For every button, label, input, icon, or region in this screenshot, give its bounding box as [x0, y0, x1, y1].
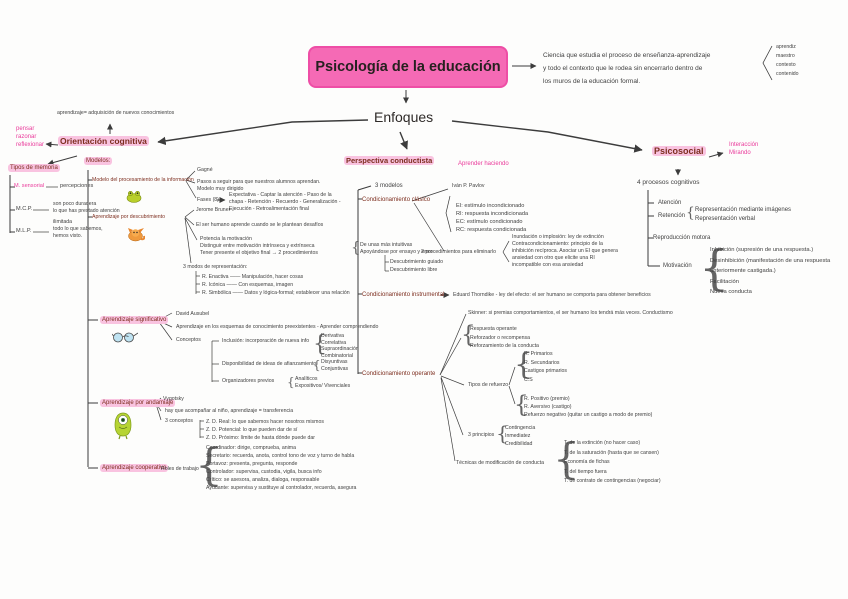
procesos-cognitivos-label: 4 procesos cognitivos [637, 179, 700, 186]
descubrimiento-nota2: Potencia la motivación Distinguir entre … [200, 236, 318, 256]
motivacion-items: Inhibición (supresión de una respuesta.)… [710, 247, 831, 295]
section-perspectiva-conductista: Perspectiva conductista [344, 156, 435, 165]
significativo-autor: David Ausubel [176, 311, 210, 317]
memoria-m3-label: M.L.P. [16, 228, 32, 234]
node-cooperativo: Aprendizaje cooperativo [100, 464, 169, 472]
operante-base: Respuesta operante Reforzador o recompen… [470, 326, 539, 349]
significativo-nota1: Aprendizaje en los esquemas de conocimie… [176, 324, 379, 330]
andamiaje-autor: Vygotsky [163, 396, 184, 402]
descubrimiento-nota1: El ser humano aprende cuando se le plant… [196, 222, 324, 228]
instrumental-desc: Eduard Thorndike - ley del efecto: el se… [453, 292, 651, 298]
fases-label: Fases (8) [197, 197, 219, 203]
node-condicionamiento-instrumental: Condicionamiento instrumental [362, 292, 445, 298]
pink-verbs: pensar razonar reflexionar [16, 126, 45, 148]
disponibilidad-items: Disyuntivas Conjuntivas [321, 359, 349, 372]
definition-text: Ciencia que estudia el proceso de enseña… [543, 52, 711, 85]
fox-icon [127, 227, 146, 247]
concepto-organizadores: Organizadores previos [222, 378, 275, 384]
descubrimiento-autor: Jerome Bruner [196, 207, 231, 213]
clasico-terminos: EI: estímulo incondicionado RI: respuest… [456, 203, 529, 233]
memoria-m1-label: M. sensorial [14, 183, 45, 189]
brace-retencion [686, 206, 695, 220]
memoria-m2-label: M.C.P. [16, 206, 33, 212]
roles-items: Coordinador: dirige, comprueba, anima Se… [206, 445, 357, 491]
node-condicionamiento-operante: Condicionamiento operante [362, 371, 436, 377]
node-andamiaje: Aprendizaje por andamiaje [100, 399, 176, 407]
section-orientacion-cognitiva: Orientación cognitiva [58, 136, 149, 146]
memoria-m1-desc: percepciones [60, 183, 94, 189]
tipos-refuerzo-b: R. Positivo (premio) R. Aversivo (castig… [524, 396, 653, 418]
concepto-inclusion: Inclusión: incorporación de nueva info [222, 338, 310, 344]
conceptos-label: Conceptos [176, 337, 201, 343]
clasico-autor: Iván P. Pavlov [452, 183, 485, 189]
principios-label: 3 principios [468, 432, 495, 438]
reproduccion-label: Reproducción motora [653, 235, 711, 241]
atencion-label: Atención [658, 200, 682, 206]
tecnicas-label: Técnicas de modificación de conducta [456, 460, 544, 466]
frog-icon [126, 190, 142, 208]
inclusion-items: Derivativa Correlativa Supraordinación C… [321, 333, 359, 359]
actors-list: aprendiz maestro contexto contenido [776, 44, 799, 77]
modos-label: 3 modos de representación: [183, 264, 248, 270]
node-significativo: Aprendizaje significativo [100, 316, 169, 324]
tipos-refuerzo-label: Tipos de refuerzo [468, 382, 509, 388]
clasico-proc-desc: Inundación o implosión: ley de extinción… [512, 234, 618, 268]
enfoques-label: Enfoques [374, 109, 434, 125]
andamiaje-conceptos-label: 3 conceptos [165, 418, 193, 424]
section-psicosocial: Psicosocial [652, 146, 706, 156]
descubrimiento-proc-items: Descubrimiento guiado Descubrimiento lib… [390, 259, 444, 273]
brace-organizadores [287, 376, 295, 388]
fases-text: Expectativa - Captar la atención - Paso … [229, 192, 341, 212]
psicosocial-tagline: Interacción Mirando [729, 142, 759, 156]
clasico-proc-label: 2 procedimientos para eliminarlo [421, 249, 496, 255]
concepto-disponibilidad: Disponibilidad de ideas de afianzamiento [222, 361, 317, 367]
node-procesamiento: Modelo del procesamiento de la informaci… [92, 177, 194, 183]
page-title: Psicología de la educación [308, 46, 508, 88]
memoria-m3-desc: ilimitada todo lo que sabemos, hemos vis… [53, 219, 103, 239]
motivacion-label: Motivación [663, 263, 692, 269]
procesamiento-nota2: Modelo muy dirigido [197, 186, 244, 192]
principios-items: Contingencia Inmediatez Credibilidad [505, 425, 536, 447]
node-condicionamiento-clasico: Condicionamiento clásico [362, 197, 431, 203]
tipos-refuerzo-a: R. Primarios R. Secundarios Castigos pri… [524, 351, 567, 383]
modos-items: R. Enactiva —— Manipulación, hacer cosas… [202, 274, 350, 296]
retencion-label: Retención [658, 213, 686, 219]
node-descubrimiento: Aprendizaje por descubrimiento [92, 214, 165, 220]
descubrimiento-proc-desc: De unas más intuitivas Apoyándose por en… [360, 242, 433, 255]
modelos-label: Modelos: [84, 157, 113, 165]
procesamiento-nota1: Pasos a seguir para que nuestros alumnos… [197, 179, 321, 185]
glasses-icon [111, 330, 139, 348]
aprendizaje-note: aprendizaje= adquisición de nuevos conoc… [57, 110, 175, 116]
tecnicas-items: T. de la extinción (no hacer caso) T. de… [564, 440, 661, 484]
aprender-haciendo: Aprender haciendo [458, 161, 509, 167]
retencion-items: Representación mediante imágenes Represe… [695, 207, 792, 222]
andamiaje-nota1: hay que acompañar al niño, aprendizaje =… [165, 408, 294, 414]
operante-skinner: Skinner: si premias comportamientos, el … [468, 310, 673, 316]
procesamiento-autor: Gagné [197, 167, 213, 173]
organizadores-items: Analíticos Expositivos/ Vivenciales [295, 376, 351, 389]
memoria-m2-desc: son poco duradera lo que has prestado at… [53, 201, 120, 214]
roles-label: Roles de trabajo [161, 466, 199, 472]
memoria-title: Tipos de memoria [8, 164, 60, 172]
andamiaje-items: Z. D. Real: lo que sabemos hacer nosotro… [206, 419, 324, 441]
brace-disponibilidad [313, 359, 321, 371]
monster-icon [113, 412, 133, 445]
tres-modelos-label: 3 modelos [375, 183, 403, 189]
